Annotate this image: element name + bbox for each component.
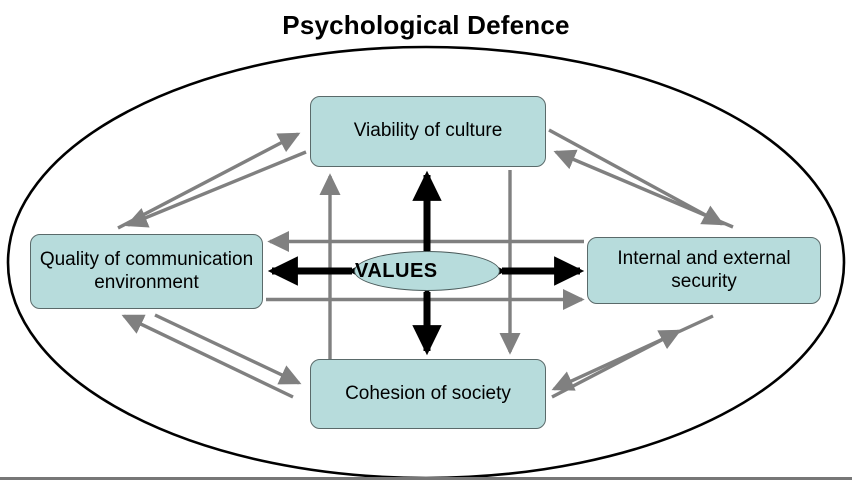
node-quality-of-communication-environment[interactable]: Quality of communication environment bbox=[30, 234, 263, 309]
gray-arrow-right-to-top bbox=[553, 149, 734, 229]
node-label-bottom: Cohesion of society bbox=[345, 382, 511, 404]
gray-arrow-top-to-left bbox=[125, 150, 307, 228]
node-cohesion-of-society[interactable]: Cohesion of society bbox=[310, 359, 546, 429]
node-label-right: Internal and external security bbox=[617, 248, 791, 292]
gray-arrow-right-to-bottom bbox=[551, 314, 714, 391]
node-internal-and-external-security[interactable]: Internal and external security bbox=[587, 237, 821, 304]
gray-arrow-left-to-top bbox=[117, 132, 301, 230]
node-label-values: VALUES bbox=[355, 259, 438, 282]
page-title: Psychological Defence bbox=[282, 10, 570, 40]
node-values[interactable]: VALUES bbox=[354, 251, 500, 291]
node-label-top: Viability of culture bbox=[353, 120, 503, 142]
gray-arrow-left-to-bottom bbox=[154, 313, 302, 385]
node-label-left: Quality of communication environment bbox=[39, 249, 254, 293]
gray-arrow-bottom-to-left bbox=[121, 314, 294, 399]
node-viability-of-culture[interactable]: Viability of culture bbox=[310, 96, 546, 167]
